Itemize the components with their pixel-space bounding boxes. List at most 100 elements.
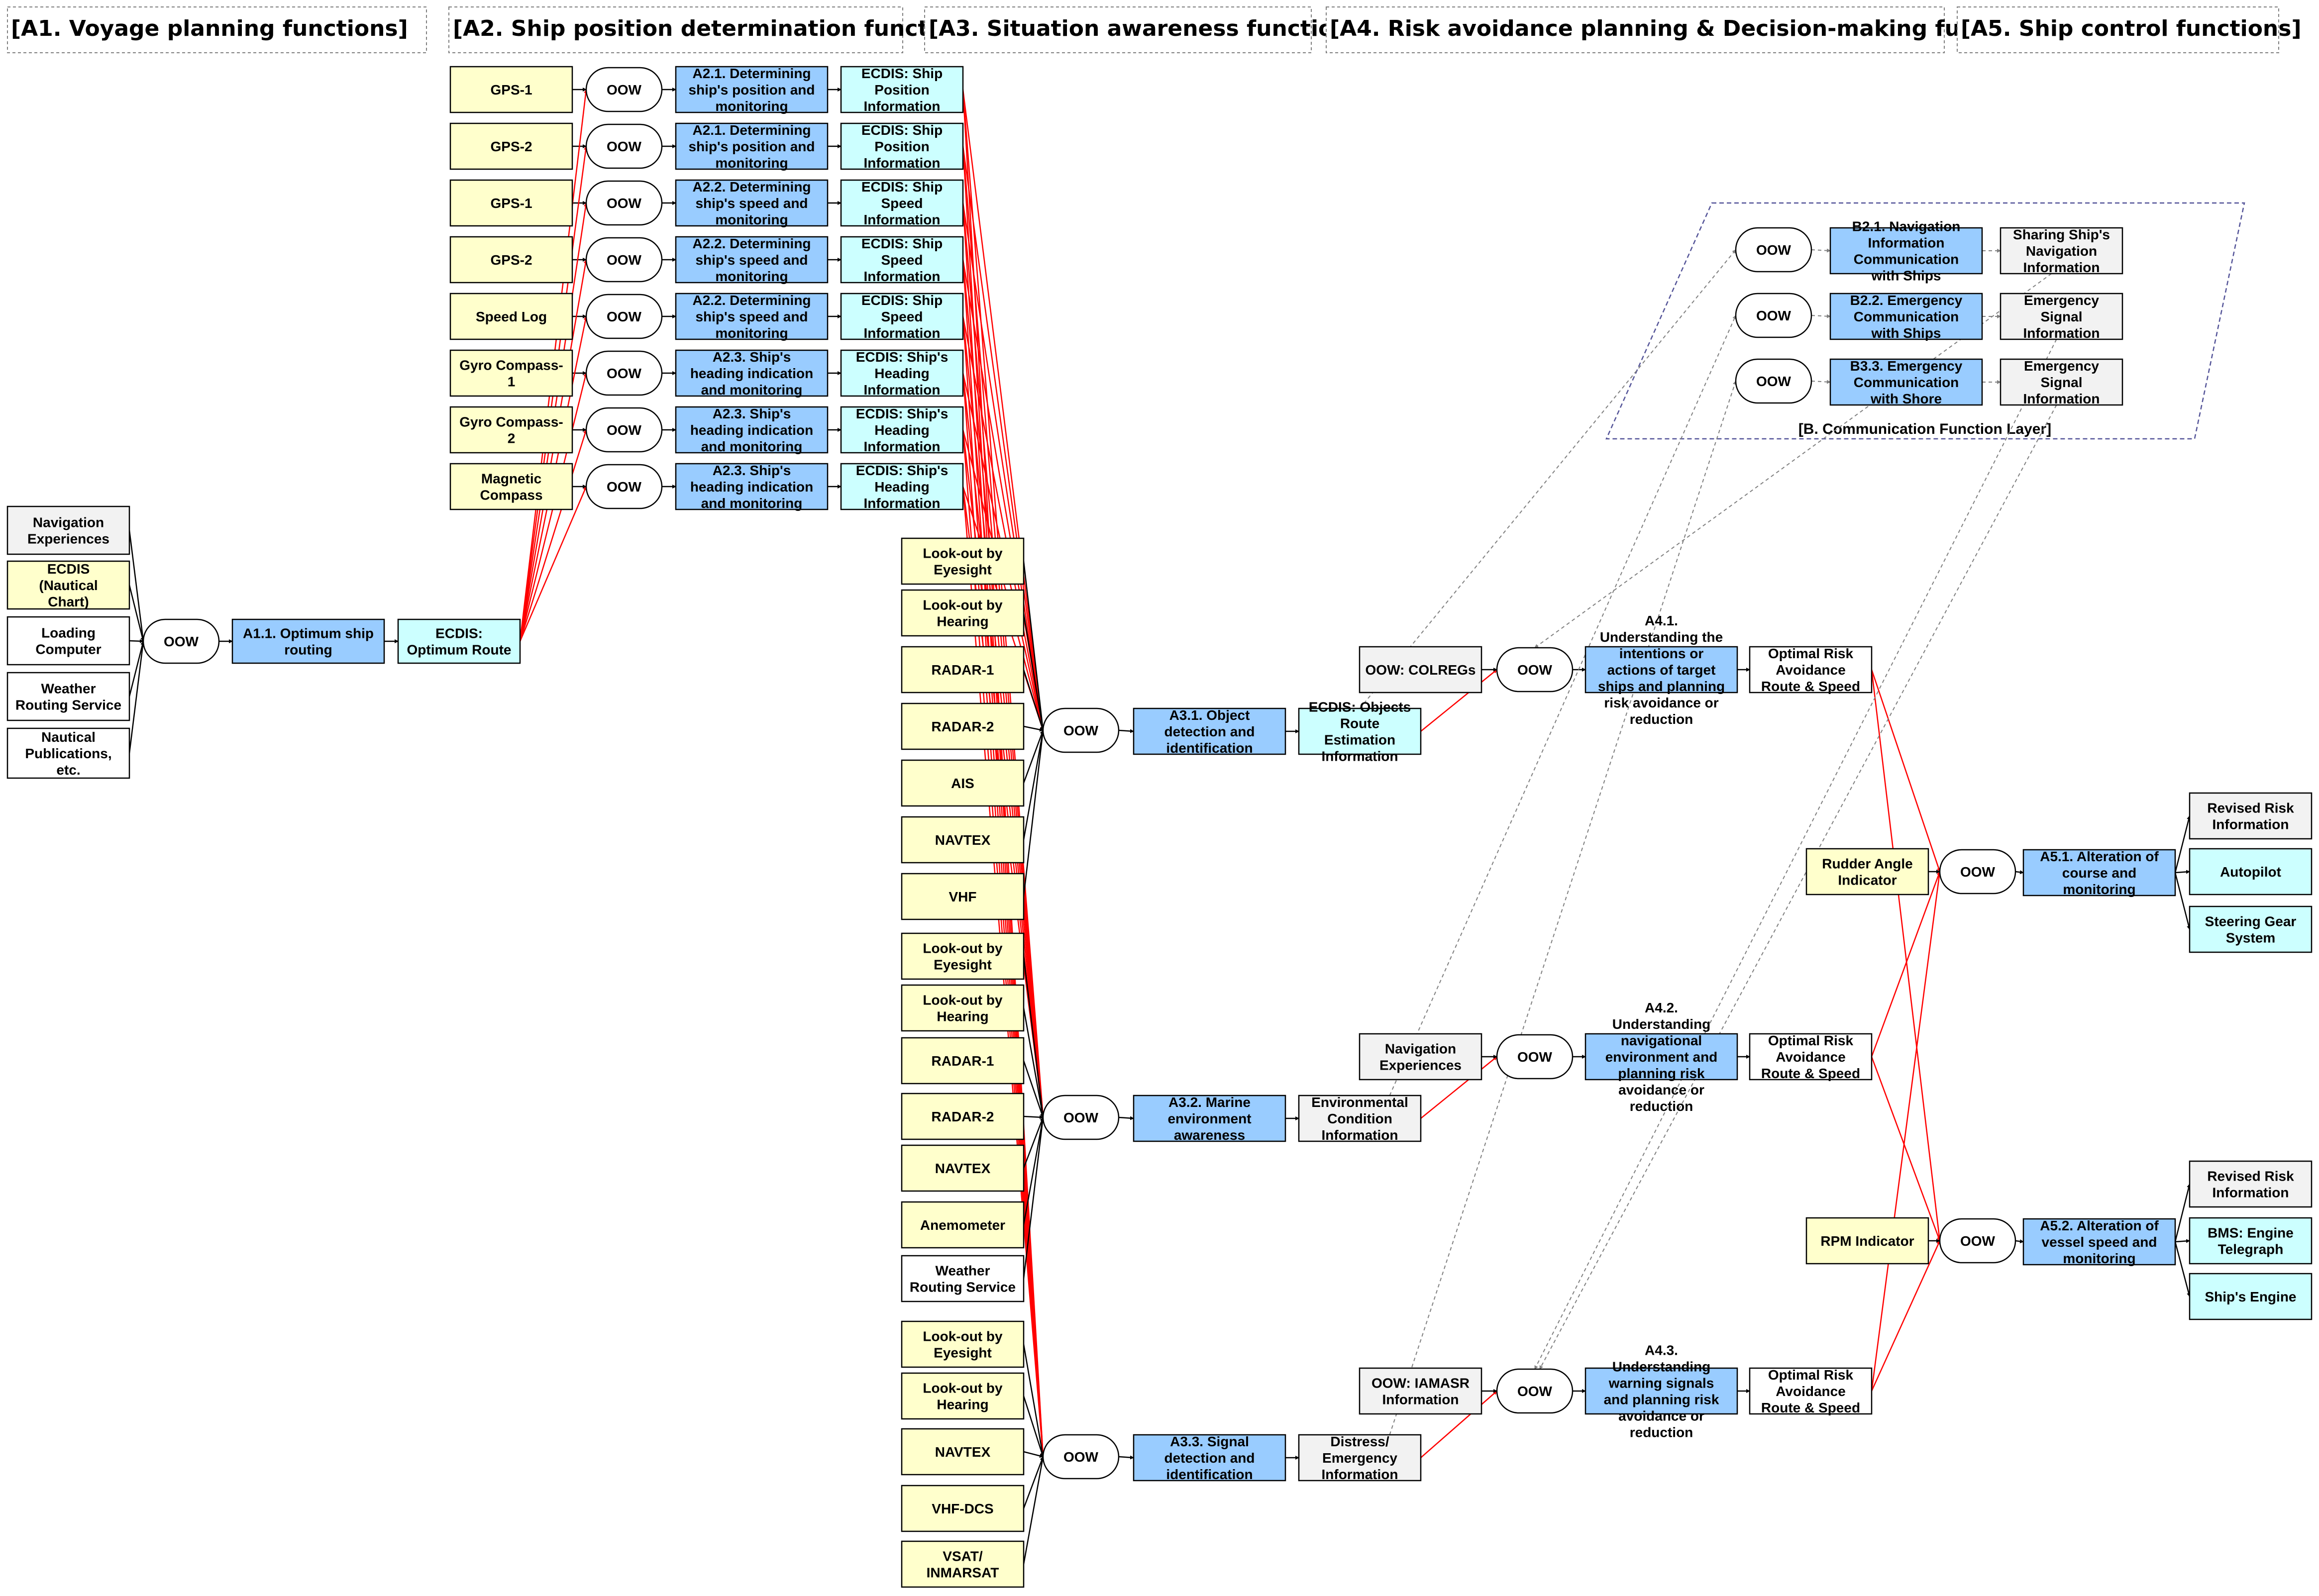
node-autopilot: Autopilot bbox=[2189, 848, 2313, 896]
edge-vhf-to-oow_a31 bbox=[1023, 730, 1045, 897]
edge-lo_hear1-to-oow_a31 bbox=[1023, 612, 1045, 731]
node-radar2b: RADAR-2 bbox=[901, 1093, 1025, 1140]
node-gps2a: GPS-2 bbox=[449, 122, 573, 170]
node-oow-a43: OOW bbox=[1496, 1368, 1574, 1414]
svg-text:VHF: VHF bbox=[949, 889, 977, 904]
link-em1-to-a43 bbox=[1534, 339, 2057, 1370]
node-vhf: VHF bbox=[901, 873, 1025, 920]
edge-navtex2-to-oow_a32 bbox=[1023, 1117, 1044, 1169]
svg-text:OOW: OOW bbox=[607, 479, 642, 495]
header-a5: [A5. Ship control functions] bbox=[1957, 6, 2302, 53]
edge-ecdis_route-to-oow_a2_7 bbox=[519, 429, 587, 642]
svg-text:OOW: OOW bbox=[1517, 1049, 1553, 1065]
edge-radar2b-to-oow_a32 bbox=[1023, 1115, 1044, 1119]
svg-text:Gyro Compass-1: Gyro Compass-1 bbox=[459, 358, 563, 390]
header-a1: [A1. Voyage planning functions] bbox=[7, 6, 427, 53]
svg-text:GPS-1: GPS-1 bbox=[490, 196, 532, 211]
svg-text:NAVTEX: NAVTEX bbox=[935, 1444, 991, 1460]
node-navtex1: NAVTEX bbox=[901, 816, 1025, 864]
edge-e_pos2-to-oow_a31 bbox=[962, 146, 1045, 731]
node-gps1a: GPS-1 bbox=[449, 66, 573, 113]
svg-text:RADAR-1: RADAR-1 bbox=[932, 662, 994, 678]
node-gyro2: Gyro Compass-2 bbox=[449, 406, 573, 454]
node-oow-a2-8: OOW bbox=[585, 464, 663, 509]
edge-navtex1-to-oow_a31 bbox=[1023, 730, 1045, 840]
svg-text:OOW: OOW bbox=[1756, 374, 1792, 389]
svg-text:OOW: OOW bbox=[1517, 662, 1553, 678]
svg-text:VHF-DCS: VHF-DCS bbox=[932, 1501, 993, 1516]
svg-text:[A1. Voyage planning functions: [A1. Voyage planning functions] bbox=[11, 16, 408, 41]
edge-lo_eye3-to-oow_a33 bbox=[1023, 1344, 1045, 1457]
edge-ais-to-oow_a31 bbox=[1023, 730, 1044, 784]
node-radar1a: RADAR-1 bbox=[901, 646, 1025, 694]
edge-oow_b33-to-b33 bbox=[1811, 380, 1831, 384]
link-objects-to-b21 bbox=[1359, 249, 1736, 709]
edge-oow_a31-to-a31 bbox=[1118, 729, 1134, 733]
node-ais: AIS bbox=[901, 759, 1025, 807]
edge-e_pos1-to-oow_a31 bbox=[962, 89, 1045, 731]
svg-text:Gyro Compass-2: Gyro Compass-2 bbox=[459, 414, 563, 446]
svg-text:OOW: OOW bbox=[1960, 1233, 1996, 1249]
svg-text:GPS-1: GPS-1 bbox=[490, 82, 532, 98]
edge-oow_a33-to-a33 bbox=[1118, 1455, 1134, 1460]
node-oow-a2-5: OOW bbox=[585, 294, 663, 339]
header-a3: [A3. Situation awareness functions] bbox=[924, 6, 1372, 53]
node-vhfdcs: VHF-DCS bbox=[901, 1485, 1025, 1532]
edge-ecdis_route-to-oow_a2_8 bbox=[519, 486, 587, 642]
edge-radar1b-to-oow_a32 bbox=[1023, 1060, 1044, 1118]
svg-text:GPS-2: GPS-2 bbox=[490, 252, 532, 268]
edge-lo_eye1-to-oow_a31 bbox=[1023, 561, 1045, 731]
edge-lo_hear3-to-oow_a33 bbox=[1023, 1396, 1044, 1457]
node-rpm: RPM Indicator bbox=[1805, 1217, 1929, 1265]
node-radar1b: RADAR-1 bbox=[901, 1037, 1025, 1085]
svg-text:RADAR-1: RADAR-1 bbox=[932, 1053, 994, 1069]
edge-e_spd1-to-oow_a31 bbox=[962, 202, 1045, 731]
svg-text:GPS-2: GPS-2 bbox=[490, 139, 532, 154]
node-oow-b21: OOW bbox=[1735, 227, 1812, 273]
